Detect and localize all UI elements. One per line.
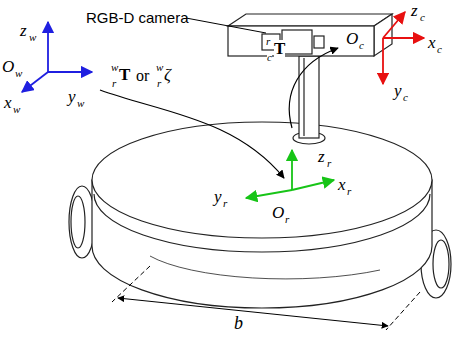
axis-label: z bbox=[20, 22, 27, 39]
axis-label: y bbox=[68, 88, 76, 105]
axis-subscript: c bbox=[437, 44, 442, 55]
camera-frame bbox=[383, 12, 424, 84]
axis-label: z bbox=[318, 148, 325, 165]
axis-subscript: w bbox=[29, 32, 36, 43]
camera-mount bbox=[293, 56, 325, 144]
axis-label: y bbox=[214, 188, 222, 205]
rgbd-camera bbox=[228, 14, 392, 56]
frame-superscript: w bbox=[156, 62, 163, 73]
frame-superscript: w bbox=[111, 62, 118, 73]
dimension-b bbox=[112, 266, 420, 330]
frame-subscript: r bbox=[157, 78, 161, 89]
axis-subscript: w bbox=[13, 104, 20, 115]
part-label: RGB-D camera bbox=[86, 10, 189, 25]
world-frame bbox=[22, 22, 92, 92]
frame-superscript: r bbox=[266, 36, 270, 47]
axis-subscript: w bbox=[77, 98, 84, 109]
leader-line bbox=[186, 18, 266, 33]
axis-subscript: r bbox=[327, 158, 331, 169]
axis-label: z bbox=[411, 2, 418, 19]
transform-symbol: ζ bbox=[164, 66, 171, 83]
axis-label: x bbox=[428, 34, 436, 51]
axis-subscript: r bbox=[223, 198, 227, 209]
frame-subscript: c bbox=[267, 52, 272, 63]
axis-label: x bbox=[338, 176, 346, 193]
conjunction-text: or bbox=[136, 68, 149, 84]
frame-subscript: r bbox=[112, 78, 116, 89]
origin-label: O bbox=[2, 58, 14, 75]
axis-label: x bbox=[4, 94, 12, 111]
transform-symbol: T bbox=[274, 40, 285, 57]
origin-subscript: c bbox=[359, 40, 364, 51]
transform-symbol: T bbox=[119, 66, 130, 83]
origin-subscript: r bbox=[285, 214, 289, 225]
robot-base bbox=[92, 122, 432, 308]
axis-subscript: c bbox=[420, 12, 425, 23]
origin-label: O bbox=[272, 204, 284, 221]
axis-subscript: r bbox=[347, 186, 351, 197]
axis-label: y bbox=[394, 82, 402, 99]
axis-subscript: c bbox=[403, 92, 408, 103]
origin-subscript: w bbox=[15, 68, 22, 79]
origin-label: O bbox=[346, 30, 358, 47]
dimension-label: b bbox=[234, 314, 243, 332]
transform-arrow bbox=[100, 48, 338, 178]
